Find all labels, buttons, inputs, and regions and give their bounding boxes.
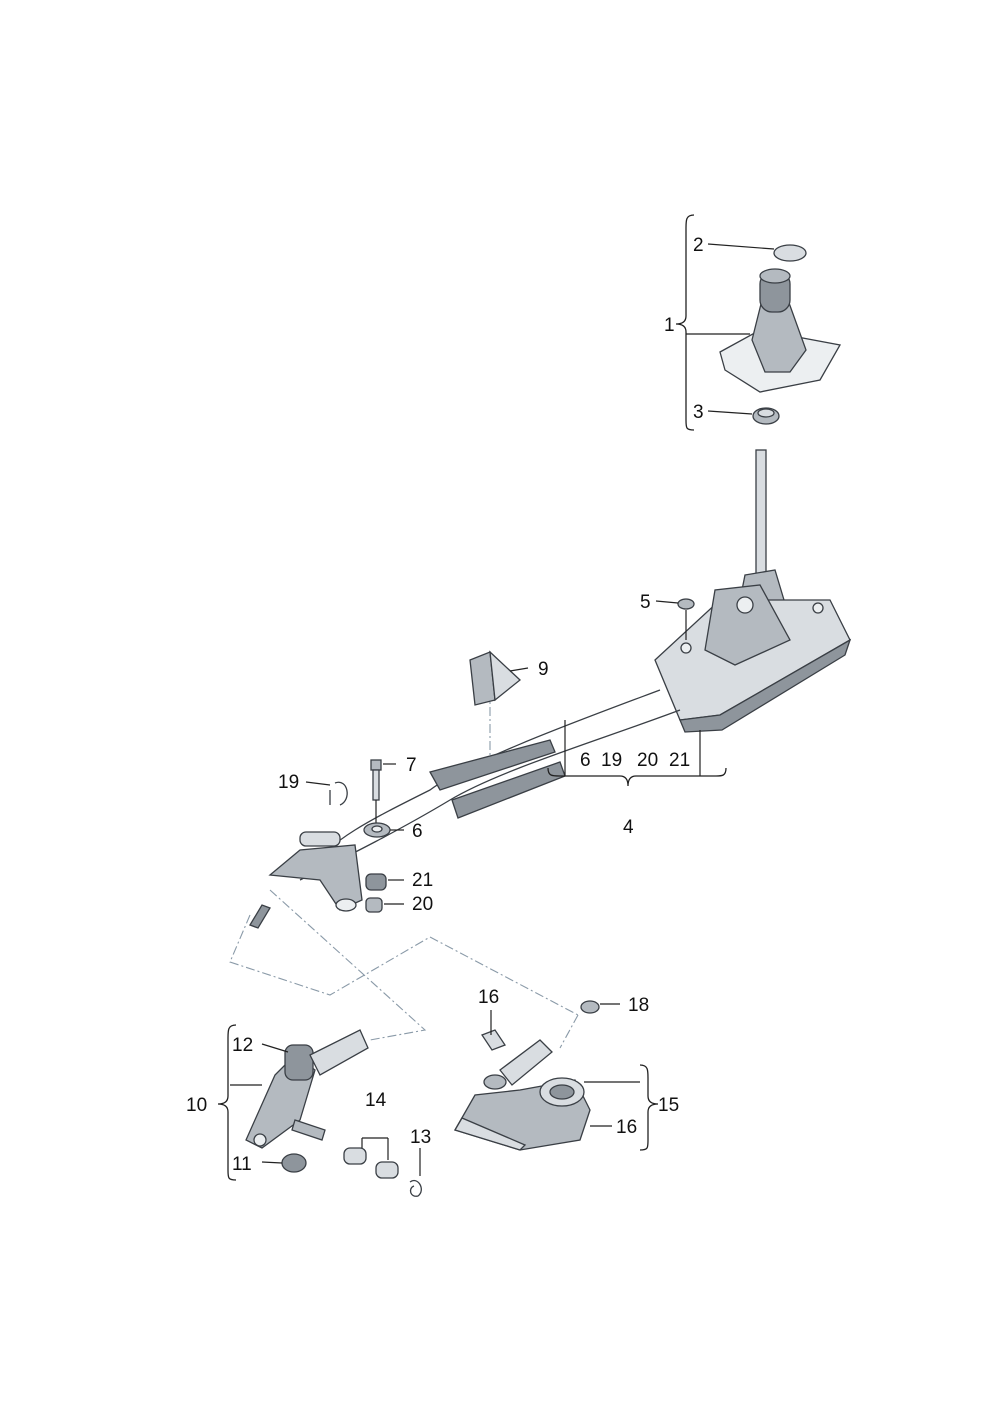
clip-part-13 bbox=[409, 1179, 422, 1197]
bracket-part-9 bbox=[469, 650, 521, 706]
assembly-lines bbox=[229, 690, 579, 1049]
grommet-part-21 bbox=[365, 873, 387, 891]
cap-part bbox=[773, 244, 807, 262]
callout-16-top: 16 bbox=[478, 987, 499, 1008]
nut-part-18 bbox=[580, 1000, 600, 1014]
callout-19-left: 19 bbox=[278, 772, 299, 793]
washer-part-6 bbox=[363, 822, 391, 838]
callout-13: 13 bbox=[410, 1127, 431, 1148]
clip-part-16 bbox=[481, 1029, 506, 1051]
callout-12: 12 bbox=[232, 1035, 253, 1056]
callout-10: 10 bbox=[186, 1095, 207, 1116]
housing-part-15 bbox=[454, 1039, 591, 1151]
shift-mechanism-part bbox=[654, 449, 852, 733]
callout-2: 2 bbox=[693, 235, 704, 256]
callout-16-bottom: 16 bbox=[616, 1117, 637, 1138]
callout-7: 7 bbox=[406, 755, 417, 776]
callout-20-left: 20 bbox=[412, 894, 433, 915]
lever-part-10 bbox=[245, 1029, 369, 1149]
callout-21-left: 21 bbox=[412, 870, 433, 891]
callout-9: 9 bbox=[538, 659, 549, 680]
callout-labels: 2 1 3 5 9 7 19 6 21 20 6 19 20 21 4 16 1… bbox=[186, 235, 704, 1175]
leader-lines bbox=[230, 243, 775, 1176]
callout-19-group: 19 bbox=[601, 750, 622, 771]
braces bbox=[217, 214, 727, 1181]
callout-3: 3 bbox=[693, 402, 704, 423]
callout-4: 4 bbox=[623, 817, 634, 838]
nut-part-11 bbox=[281, 1153, 307, 1173]
cables-part bbox=[299, 689, 681, 881]
callout-6-left: 6 bbox=[412, 821, 423, 842]
clip-part-19 bbox=[329, 781, 348, 806]
callout-11: 11 bbox=[232, 1154, 252, 1175]
callout-6-group: 6 bbox=[580, 750, 591, 771]
gear-knob-boot-part bbox=[719, 268, 842, 393]
callout-18: 18 bbox=[628, 995, 649, 1016]
callout-1: 1 bbox=[664, 315, 675, 336]
cable-bracket-part bbox=[249, 831, 363, 929]
callout-14: 14 bbox=[365, 1090, 387, 1111]
bushes-part-14 bbox=[343, 1137, 399, 1179]
callout-21-group: 21 bbox=[669, 750, 690, 771]
callout-5: 5 bbox=[640, 592, 651, 613]
bush-part-20 bbox=[365, 897, 383, 913]
nut-part-3 bbox=[752, 407, 780, 425]
callout-15: 15 bbox=[658, 1095, 679, 1116]
nut-part-5 bbox=[677, 598, 695, 640]
callout-20-group: 20 bbox=[637, 750, 658, 771]
bolt-part-7 bbox=[370, 759, 382, 828]
